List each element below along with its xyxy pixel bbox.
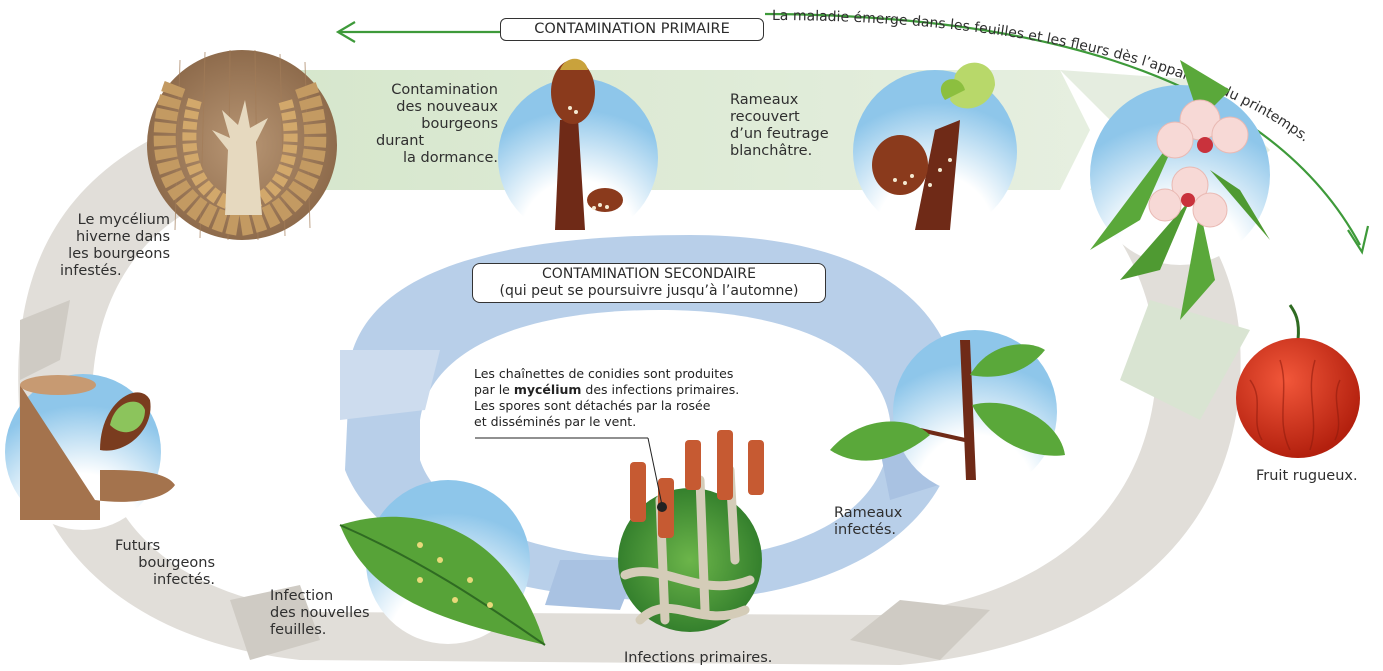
- conidia-note: Les chaînettes de conidies sont produite…: [474, 366, 740, 429]
- apple-blossom-icon: [1090, 60, 1270, 320]
- mycelium-emphasis: mycélium: [513, 382, 582, 397]
- bud-cross-section-icon: [147, 49, 337, 241]
- infected-leaf-icon: [339, 480, 546, 646]
- dormant-bud-icon: [498, 58, 658, 238]
- primary-contamination-header: CONTAMINATION PRIMAIRE: [500, 18, 764, 41]
- green-arrow-icon: [335, 12, 1370, 255]
- label-rough-fruit: Fruit rugueux.: [1256, 468, 1358, 484]
- secondary-contamination-header: CONTAMINATION SECONDAIRE (qui peut se po…: [472, 263, 826, 303]
- apple-fruit-icon: [1236, 304, 1360, 458]
- outer-cycle-ring: [18, 140, 1241, 665]
- label-primary-infections: Infections primaires.: [624, 650, 773, 666]
- secondary-subtitle: (qui peut se poursuivre jusqu’à l’automn…: [499, 283, 799, 299]
- conidia-mycelium-icon: [475, 430, 764, 632]
- opening-bud-icon: [853, 62, 1017, 234]
- secondary-title: CONTAMINATION SECONDAIRE: [542, 266, 756, 282]
- cut-branch-bud-icon: [5, 374, 175, 530]
- infected-twig-icon: [830, 330, 1065, 494]
